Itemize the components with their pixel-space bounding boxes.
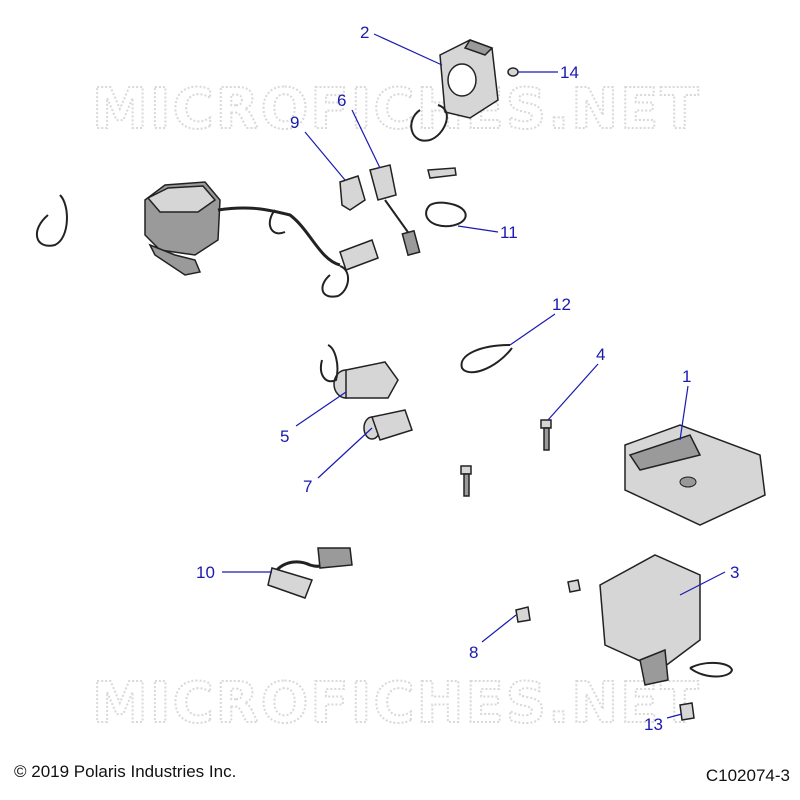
callout-1: 1: [682, 367, 691, 386]
part-2-switch-housing[interactable]: [439, 39, 499, 119]
part-8-screw[interactable]: [515, 606, 531, 623]
callout-2: 2: [360, 23, 369, 42]
callout-13: 13: [644, 715, 663, 734]
watermark-bottom: MICROFICHES.NET: [92, 671, 701, 736]
part-6-connector[interactable]: [369, 164, 421, 257]
callout-6: 6: [337, 91, 346, 110]
part-9-connector[interactable]: [339, 175, 366, 211]
part-clip-near-11[interactable]: [427, 167, 457, 179]
part-11-tie[interactable]: [425, 201, 467, 228]
part-tie-left[interactable]: [35, 194, 68, 247]
part-4-bolt[interactable]: [540, 419, 552, 451]
callout-3: 3: [730, 563, 739, 582]
part-screw-near-3[interactable]: [567, 579, 581, 593]
part-7-switch[interactable]: [363, 409, 413, 441]
part-13-fastener[interactable]: [679, 702, 695, 721]
callout-7: 7: [303, 477, 312, 496]
callout-8: 8: [469, 643, 478, 662]
part-bolt-lower[interactable]: [460, 465, 472, 497]
copyright-notice: © 2019 Polaris Industries Inc.: [14, 762, 237, 781]
callout-14: 14: [560, 63, 579, 82]
part-10-harness[interactable]: [267, 547, 353, 599]
part-12-tie[interactable]: [460, 344, 513, 374]
part-tie-lower[interactable]: [321, 265, 349, 298]
part-tie-near-2[interactable]: [410, 104, 448, 142]
part-5-ignition[interactable]: [333, 361, 399, 399]
part-tie-near-5[interactable]: [320, 344, 339, 383]
diagram-code: C102074-3: [705, 766, 790, 785]
part-sensor-assembly[interactable]: [144, 181, 379, 276]
callout-10: 10: [196, 563, 215, 582]
callout-11: 11: [500, 223, 518, 242]
part-3-module[interactable]: [599, 554, 701, 686]
part-tie-wire[interactable]: [268, 209, 286, 235]
watermark-top: MICROFICHES.NET: [92, 77, 701, 142]
part-1-ecu[interactable]: [624, 424, 766, 526]
callout-5: 5: [280, 427, 289, 446]
part-tie-near-3[interactable]: [689, 662, 734, 678]
callout-4: 4: [596, 345, 605, 364]
callout-9: 9: [290, 113, 299, 132]
callout-12: 12: [552, 295, 571, 314]
part-14-clip[interactable]: [507, 67, 519, 77]
